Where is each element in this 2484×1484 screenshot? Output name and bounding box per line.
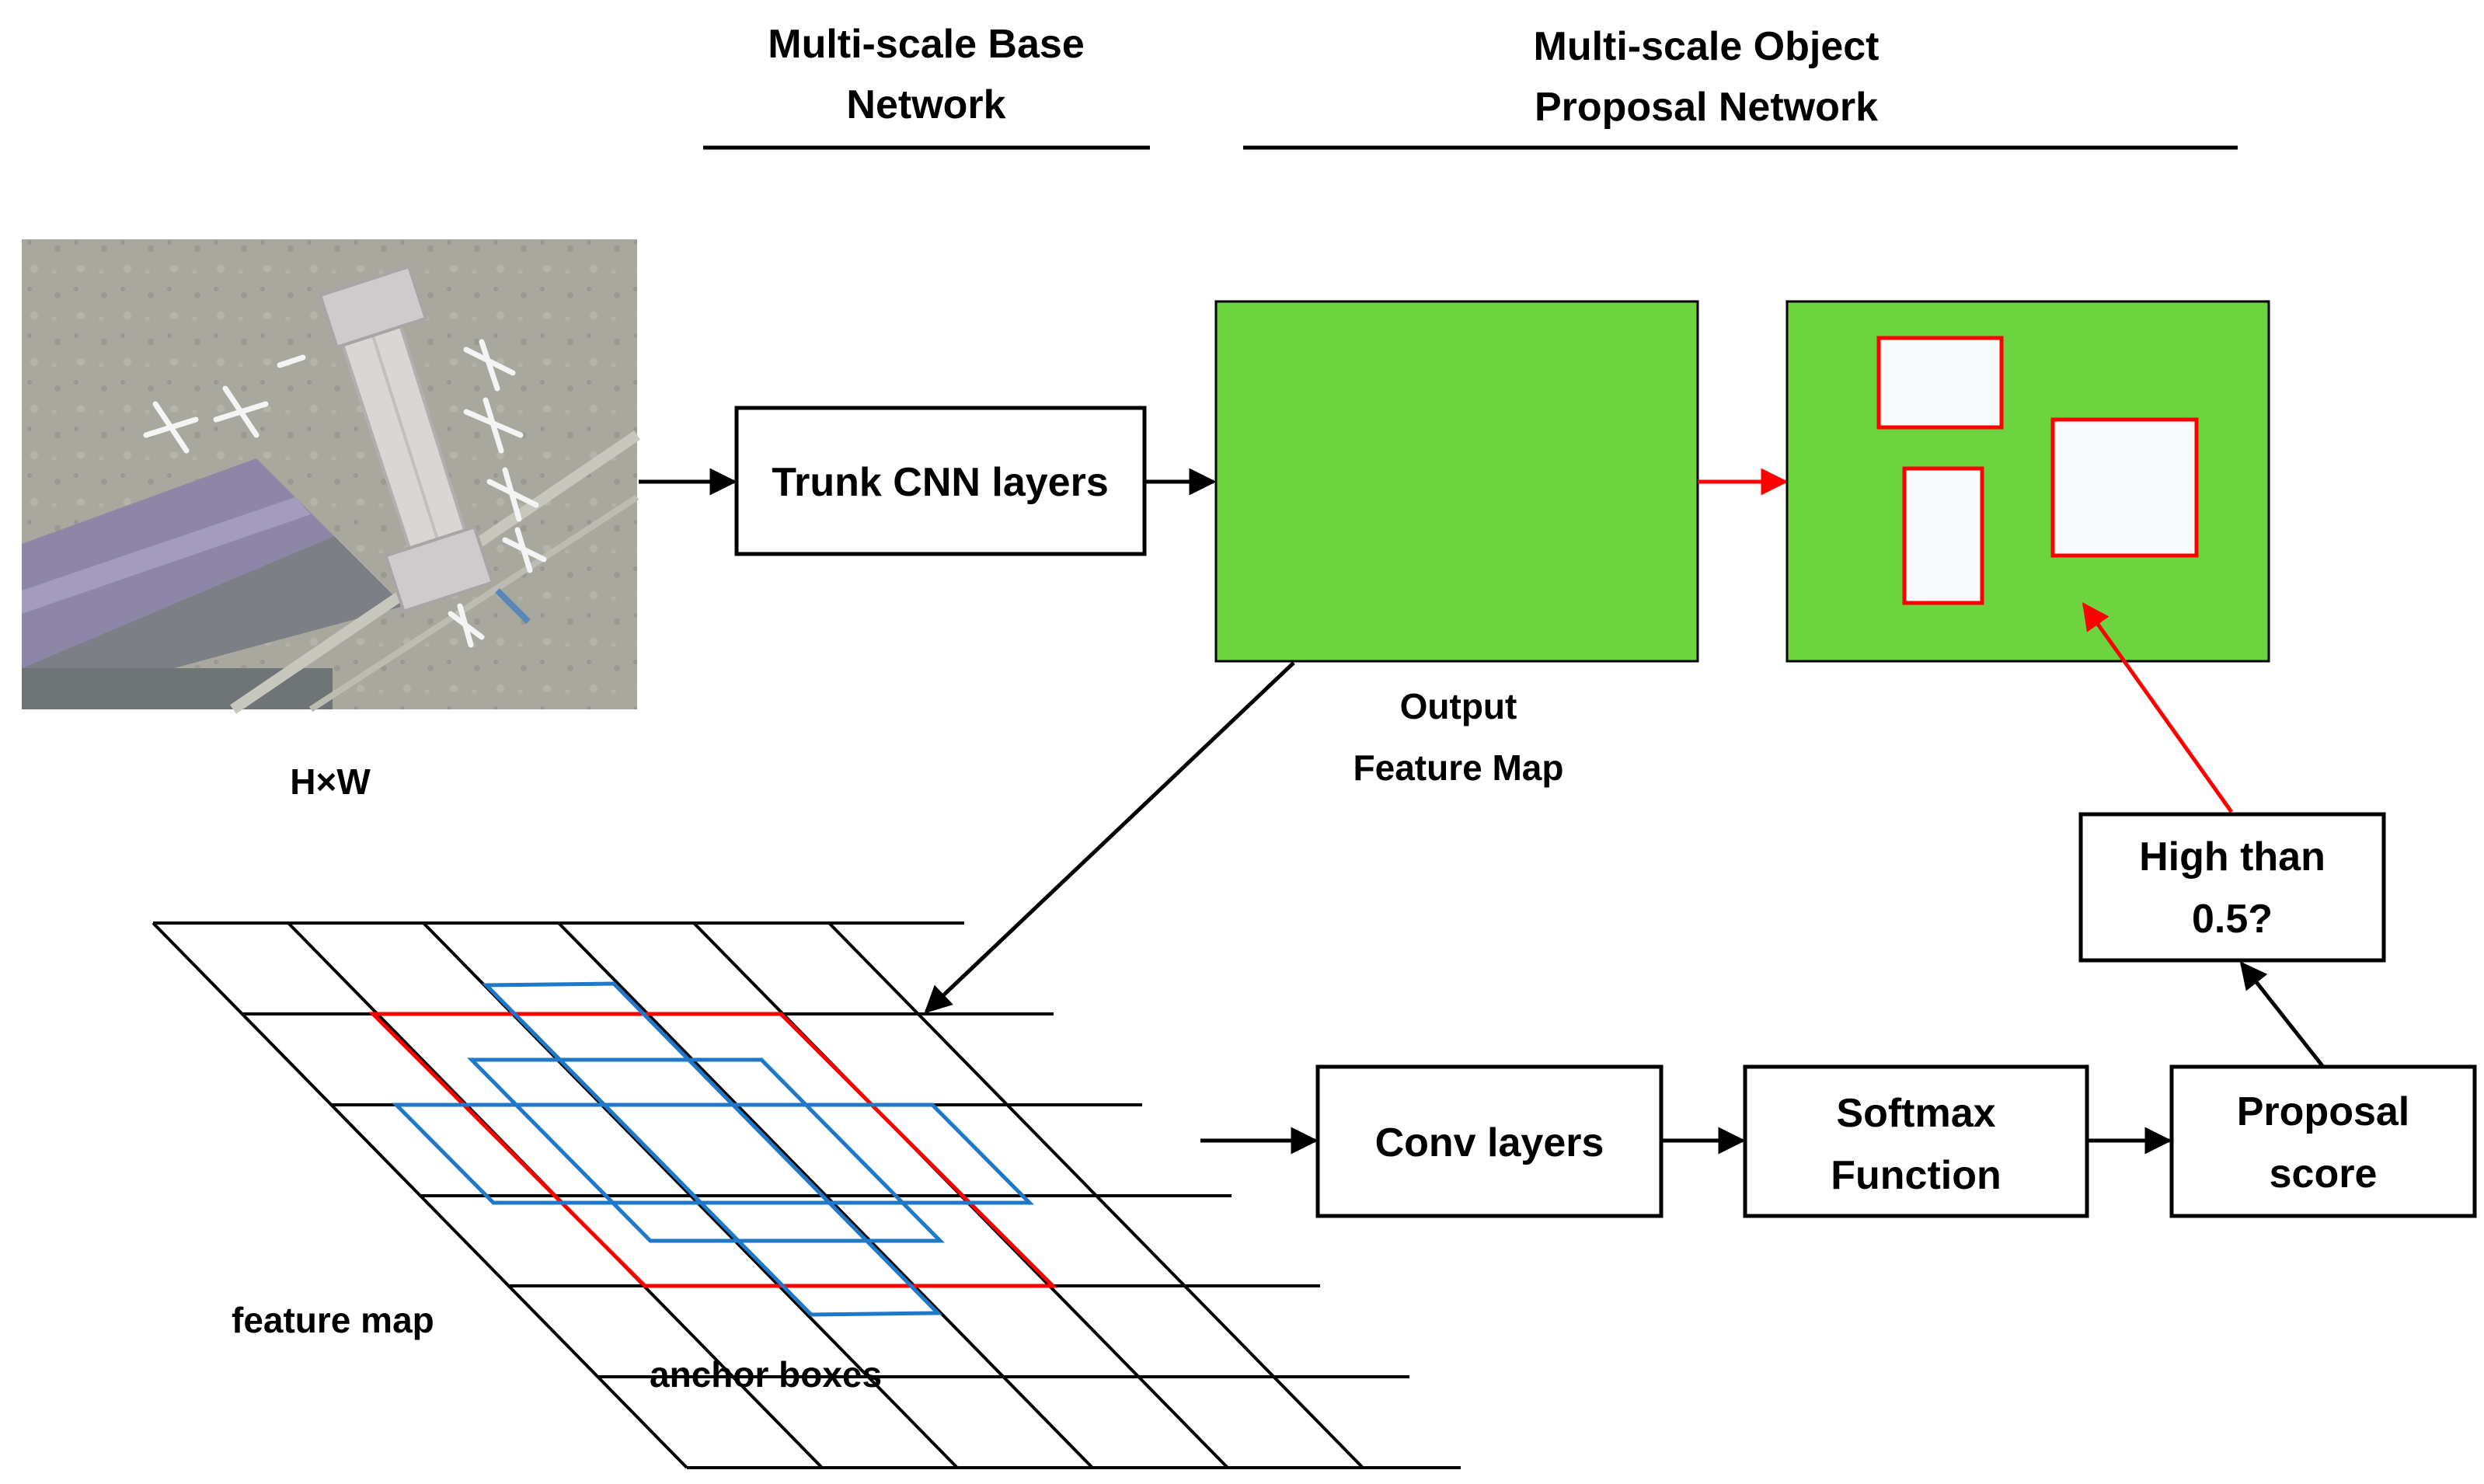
anchor-box-square bbox=[467, 1057, 945, 1243]
output-feature-map-label-line1: Output bbox=[1400, 686, 1517, 726]
threshold-box: High than 0.5? bbox=[2078, 812, 2386, 963]
anchor-box-wide bbox=[391, 1103, 1035, 1205]
output-feature-map bbox=[1214, 300, 1699, 663]
output-feature-map-label-line2: Feature Map bbox=[1353, 747, 1564, 788]
threshold-label-line1: High than bbox=[2139, 834, 2325, 880]
proposal-score-label-line1: Proposal bbox=[2237, 1089, 2410, 1134]
proposal-box-3 bbox=[2050, 417, 2199, 558]
anchor-box-red bbox=[368, 1012, 1058, 1288]
proposal-score-label-line2: score bbox=[2270, 1151, 2378, 1197]
proposal-score-box: Proposal score bbox=[2169, 1064, 2477, 1218]
threshold-label-line2: 0.5? bbox=[2192, 897, 2273, 942]
proposal-network-title-line1: Multi-scale Object bbox=[1534, 24, 1880, 69]
anchor-box-tall bbox=[482, 981, 942, 1317]
anchor-boxes-label: anchor boxes bbox=[650, 1354, 882, 1395]
input-size-label: H×W bbox=[290, 761, 371, 802]
anchor-boxes-blue bbox=[391, 981, 1035, 1317]
softmax-label-line1: Softmax bbox=[1836, 1091, 1995, 1136]
arrow-score-to-threshold bbox=[2239, 961, 2325, 1068]
proposal-box-2 bbox=[1902, 466, 1984, 605]
softmax-label-line2: Function bbox=[1831, 1153, 2001, 1198]
trunk-cnn-label: Trunk CNN layers bbox=[772, 460, 1109, 505]
feature-map-grid bbox=[152, 921, 1461, 1469]
proposal-map bbox=[1785, 300, 2270, 663]
feature-map-label: feature map bbox=[232, 1300, 434, 1340]
base-network-title-line2: Network bbox=[846, 82, 1005, 127]
proposal-network-title-line2: Proposal Network bbox=[1535, 85, 1878, 130]
conv-layers-box: Conv layers bbox=[1315, 1064, 1664, 1218]
arrow-featuremap-to-grid bbox=[924, 661, 1295, 1014]
base-network-title-line1: Multi-scale Base bbox=[768, 22, 1085, 67]
proposal-box-1 bbox=[1876, 336, 2004, 430]
arrow-threshold-to-proposals bbox=[2082, 602, 2234, 813]
input-aerial-image bbox=[22, 239, 640, 714]
trunk-cnn-box: Trunk CNN layers bbox=[734, 406, 1147, 556]
softmax-box: Softmax Function bbox=[1743, 1064, 2089, 1218]
conv-layers-label: Conv layers bbox=[1375, 1120, 1604, 1165]
